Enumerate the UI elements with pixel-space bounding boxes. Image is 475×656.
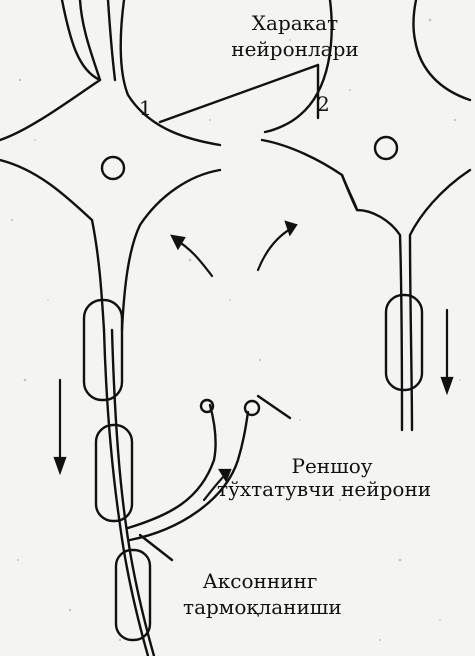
- arrow-to-neuron-1: [176, 240, 212, 276]
- neuron-2-nucleus: [375, 137, 397, 159]
- neuron-1-nucleus: [102, 157, 124, 179]
- axon-branching-label-line1: Аксоннинг: [185, 570, 335, 592]
- neuron-1-number: 1: [139, 97, 152, 119]
- arrowhead: [55, 458, 65, 472]
- neuron-1-dendrite: [108, 0, 115, 80]
- renshaw-axon: [258, 396, 290, 418]
- arrowhead: [172, 236, 184, 248]
- neuron-2-number: 2: [317, 93, 330, 115]
- renshaw-label-line2: тўхтатувчи нейрони: [217, 478, 431, 500]
- arrowhead: [286, 222, 296, 234]
- renshaw-neuron-body: [245, 401, 259, 415]
- axon-collateral: [128, 405, 216, 528]
- neuron-1-dendrite: [80, 0, 100, 80]
- arrow-to-neuron-2: [258, 228, 292, 270]
- neuron-1-body: [0, 0, 220, 330]
- axon-branching-label-line2: тармоқланиши: [183, 596, 342, 618]
- renshaw-label-line1: Реншоу: [272, 455, 392, 477]
- myelin-sheath: [386, 295, 422, 390]
- neuron-2-body: [262, 0, 470, 430]
- paper-speckles: [11, 19, 461, 642]
- arrowhead: [442, 378, 452, 392]
- motor-neurons-title-line2: нейронлари: [215, 38, 375, 60]
- leader-line-1: [160, 65, 318, 122]
- neuron-2-dendrite: [342, 175, 357, 210]
- motor-neurons-title-line1: Харакат: [215, 12, 375, 34]
- collateral-branch: [140, 535, 172, 560]
